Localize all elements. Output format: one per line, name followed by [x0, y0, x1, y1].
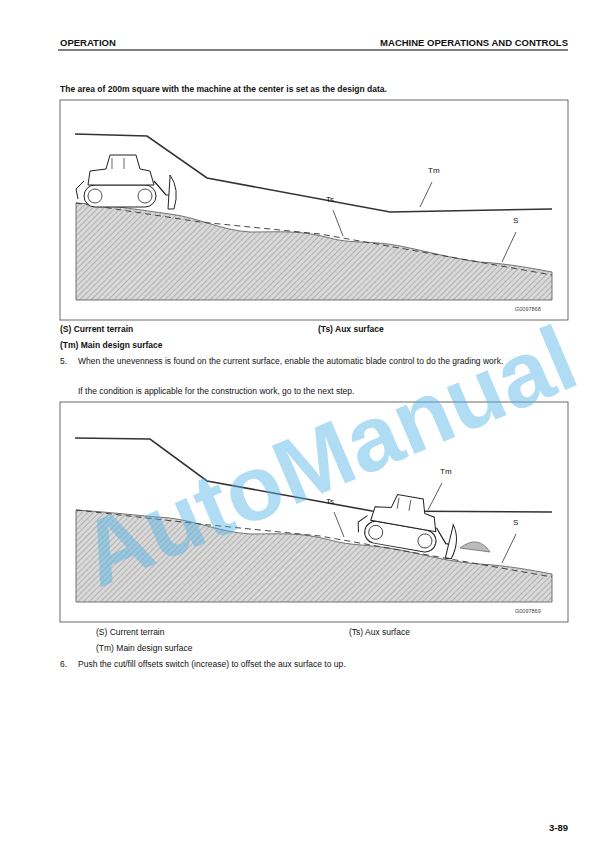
legend-text: (S) Current terrain — [60, 324, 260, 335]
callout-label: Tm — [428, 166, 448, 176]
legend-text: (Tm) Main design surface — [60, 340, 260, 351]
figure-number: G0097868 — [515, 306, 565, 313]
legend-text: (Tm) Main design surface — [96, 643, 296, 654]
callout-label: Ts — [326, 195, 346, 205]
legend-text: (Ts) Aux surface — [318, 324, 518, 335]
figure-heading: The area of 200m square with the machine… — [60, 84, 580, 95]
callout-label: Tm — [440, 467, 460, 477]
page-number: 3-89 — [500, 822, 568, 834]
legend-text: (Ts) Aux surface — [349, 627, 549, 638]
figure-number: G0097869 — [515, 608, 565, 615]
running-header: OPERATION — [60, 37, 260, 49]
callout-label: S — [513, 518, 527, 528]
step-text: When the unevenness is found on the curr… — [78, 356, 568, 367]
running-header: MACHINE OPERATIONS AND CONTROLS — [300, 37, 568, 49]
step-number: 5. — [60, 356, 76, 367]
legend-text: (S) Current terrain — [96, 627, 296, 638]
step-text: Push the cut/fill offsets switch (increa… — [78, 659, 568, 670]
callout-label: Ts — [326, 497, 346, 507]
step-number: 6. — [60, 659, 76, 670]
step-text: If the condition is applicable for the c… — [78, 386, 568, 397]
callout-label: S — [513, 216, 527, 226]
